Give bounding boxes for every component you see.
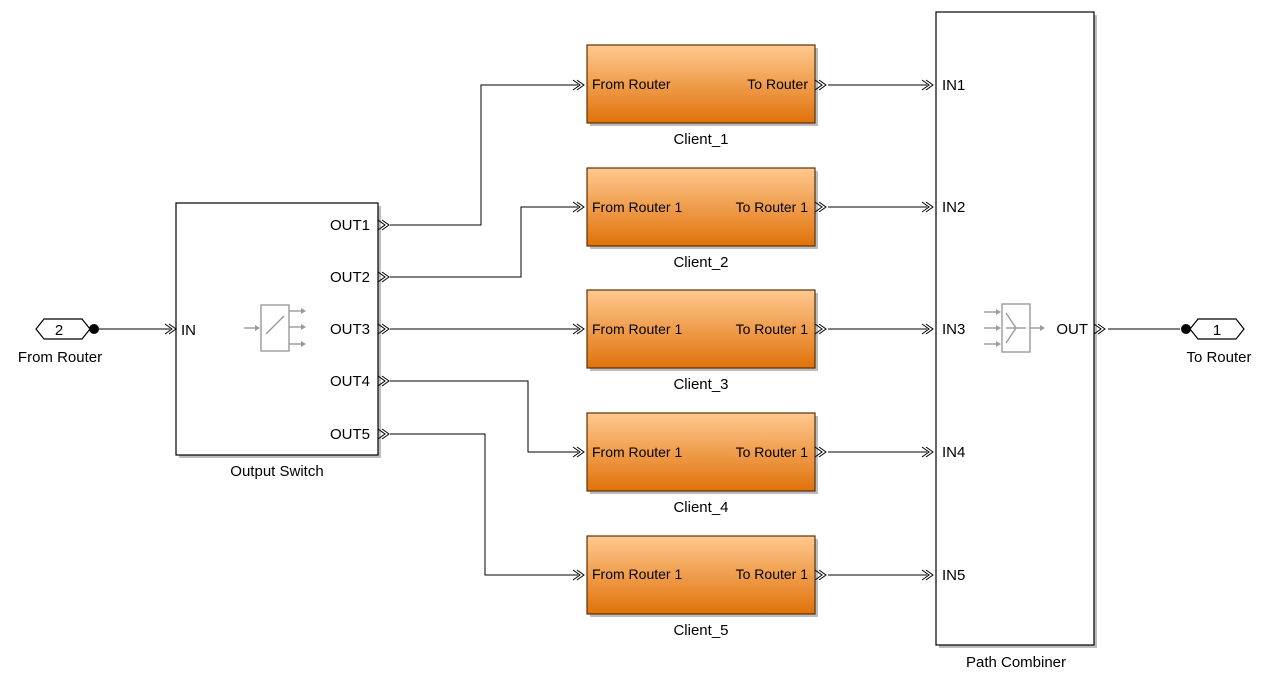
switch-out-label-1: OUT1 [330,217,370,234]
client-in-label: From Router 1 [592,444,682,460]
client-in-arrow-icon [572,323,585,335]
combiner-in-label-3: IN3 [942,321,965,338]
client-body[interactable] [586,44,816,124]
client-in-arrow-icon [572,446,585,458]
combiner-out-label: OUT [1056,321,1088,338]
client-in-label: From Router 1 [592,321,682,337]
switch-out1-arrow-icon [377,219,390,231]
output-switch-name[interactable]: Output Switch [230,463,323,480]
switch-out3-arrow-icon [377,323,390,335]
client-out-arrow-icon [814,323,827,335]
client-block-3[interactable]: From Router 1 To Router 1 Client_3 [572,289,827,393]
client-name[interactable]: Client_1 [673,131,728,148]
client-in-arrow-icon [572,201,585,213]
combiner-in5-arrow-icon [921,569,934,581]
combiner-in4-arrow-icon [921,446,934,458]
client-out-label: To Router 1 [736,199,809,215]
inport-name[interactable]: From Router [18,349,102,366]
client-out-label: To Router 1 [736,566,809,582]
switch-out5-arrow-icon [377,428,390,440]
client-block-1[interactable]: From Router To Router Client_1 [572,44,827,148]
client-out-arrow-icon [814,446,827,458]
outport-block[interactable]: 1 To Router [1181,318,1252,366]
client-in-label: From Router 1 [592,566,682,582]
combiner-in-label-1: IN1 [942,77,965,94]
client-in-arrow-icon [572,569,585,581]
client-out-arrow-icon [814,569,827,581]
signal-lines [98,84,1180,576]
inport-connector-dot [89,324,99,334]
client-out-label: To Router [747,76,808,92]
combiner-in3-arrow-icon [921,323,934,335]
combiner-in2-arrow-icon [921,201,934,213]
output-switch-body[interactable] [175,202,379,456]
client-block-5[interactable]: From Router 1 To Router 1 Client_5 [572,535,827,639]
switch-out4-arrow-icon [377,375,390,387]
client-block-2[interactable]: From Router 1 To Router 1 Client_2 [572,167,827,271]
switch-out-label-5: OUT5 [330,426,370,443]
client-body[interactable] [586,412,816,492]
client-out-label: To Router 1 [736,444,809,460]
switch-out-label-4: OUT4 [330,373,370,390]
client-body[interactable] [586,167,816,247]
switch-in-label: IN [181,322,196,339]
client-out-arrow-icon [814,79,827,91]
client-name[interactable]: Client_4 [673,499,728,516]
client-name[interactable]: Client_2 [673,254,728,271]
combiner-in-label-5: IN5 [942,567,965,584]
client-name[interactable]: Client_5 [673,622,728,639]
combiner-in1-arrow-icon [921,79,934,91]
combiner-in-label-2: IN2 [942,199,965,216]
client-in-arrow-icon [572,79,585,91]
outport-connector-dot [1181,324,1191,334]
client-name[interactable]: Client_3 [673,376,728,393]
outport-number: 1 [1213,322,1221,339]
switch-in-arrow-icon [164,323,177,335]
client-in-label: From Router [592,76,671,92]
client-body[interactable] [586,289,816,369]
wire-out2-to-client2[interactable] [390,206,578,278]
wire-out4-to-client4[interactable] [390,380,578,453]
client-out-arrow-icon [814,201,827,213]
switch-icon [244,304,306,352]
output-switch-block[interactable]: IN OUT1 OUT2 OUT3 OUT4 OUT5 Output Switc… [164,202,390,480]
switch-out2-arrow-icon [377,271,390,283]
client-in-label: From Router 1 [592,199,682,215]
path-combiner-block[interactable]: IN1 IN2 IN3 IN4 IN5 OUT Path Combiner [921,11,1106,671]
combiner-icon [984,303,1045,353]
client-body[interactable] [586,535,816,615]
wire-out5-to-client5[interactable] [390,433,578,576]
combiner-out-arrow-icon [1093,323,1106,335]
path-combiner-name[interactable]: Path Combiner [966,654,1066,671]
client-block-4[interactable]: From Router 1 To Router 1 Client_4 [572,412,827,516]
outport-shape[interactable] [1189,318,1245,340]
wire-out1-to-client1[interactable] [390,84,578,226]
switch-out-label-2: OUT2 [330,269,370,286]
switch-out-label-3: OUT3 [330,321,370,338]
client-out-label: To Router 1 [736,321,809,337]
combiner-in-label-4: IN4 [942,444,965,461]
inport-number: 2 [55,322,63,339]
outport-name[interactable]: To Router [1186,349,1251,366]
inport-block[interactable]: 2 From Router [18,318,102,366]
